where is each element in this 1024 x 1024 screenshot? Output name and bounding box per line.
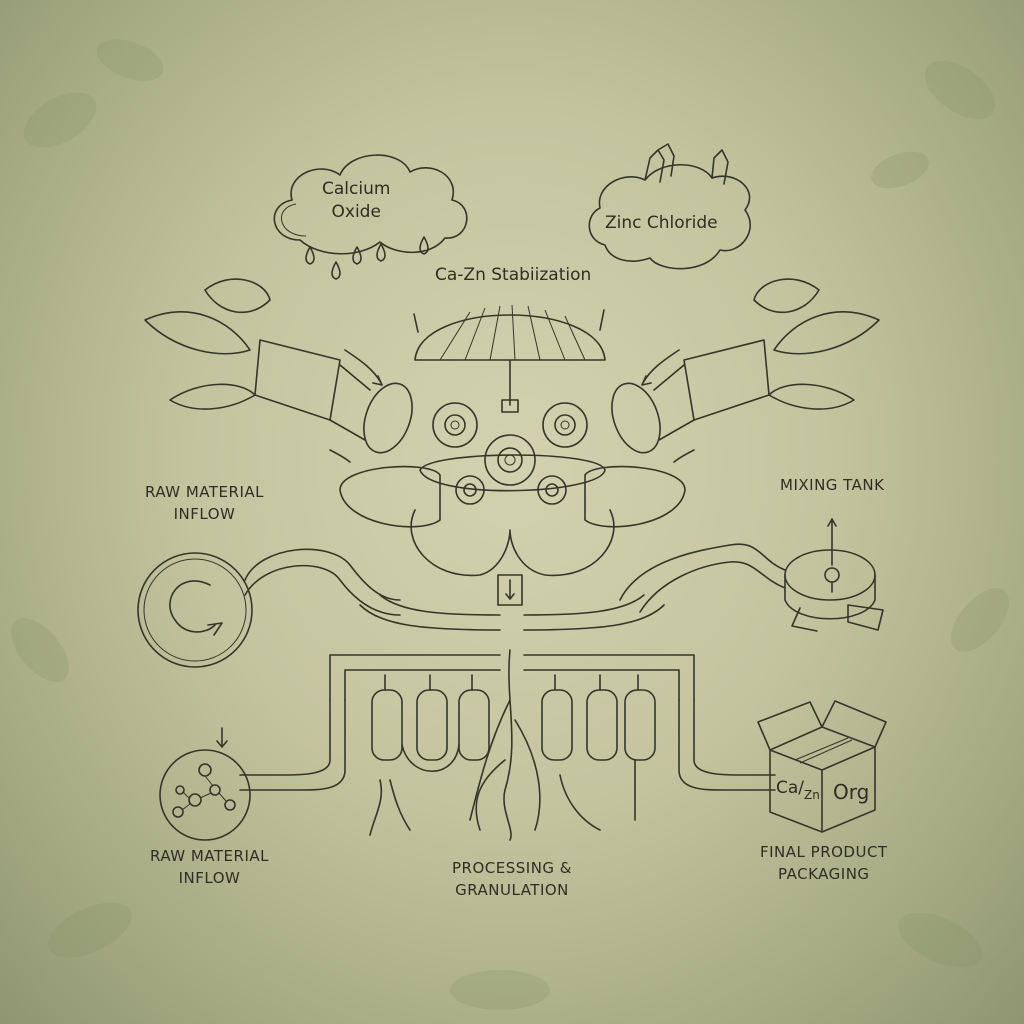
raw-material-top-line1: RAW MATERIAL — [145, 483, 264, 501]
raw-material-top-line2: INFLOW — [173, 505, 236, 523]
zinc-chloride-cloud — [588, 143, 751, 270]
root-system — [369, 649, 636, 841]
processing-line1: PROCESSING & — [452, 859, 573, 877]
background-leaves — [11, 39, 1009, 1010]
processing-columns — [371, 674, 656, 772]
molecule-flask — [159, 727, 251, 841]
box-slash: / — [798, 778, 805, 798]
raw-material-bottom-line1: RAW MATERIAL — [150, 847, 269, 865]
box-ca-zn-label: Ca/Zn — [776, 778, 820, 802]
raw-material-top-label: RAW MATERIAL INFLOW — [145, 481, 264, 525]
left-leaf-funnel — [144, 278, 413, 454]
final-product-label: FINAL PRODUCT PACKAGING — [760, 841, 888, 885]
center-title: Ca-Zn Stabiization — [435, 265, 592, 285]
mixing-tank — [619, 518, 884, 632]
gear-icons — [432, 402, 588, 505]
flow-arrow-icons — [329, 349, 695, 463]
calcium-oxide-cloud — [273, 154, 468, 255]
calcium-oxide-line1: Calcium — [322, 179, 391, 199]
final-product-line1: FINAL PRODUCT — [760, 843, 888, 861]
mixing-tank-label: MIXING TANK — [780, 476, 885, 494]
processing-label: PROCESSING & GRANULATION — [452, 857, 572, 901]
calcium-oxide-label: Calcium Oxide — [322, 178, 390, 224]
right-leaf-funnel — [611, 278, 880, 454]
calcium-oxide-line2: Oxide — [331, 202, 381, 222]
final-product-line2: PACKAGING — [778, 865, 870, 883]
raindrop-icons — [305, 236, 429, 280]
processing-line2: GRANULATION — [455, 881, 569, 899]
zinc-chloride-label: Zinc Chloride — [605, 213, 718, 233]
central-pipes — [239, 594, 776, 791]
box-org-label: Org — [833, 780, 870, 804]
mixing-vessel — [339, 454, 686, 606]
raw-material-bottom-label: RAW MATERIAL INFLOW — [150, 845, 269, 889]
packaging-box — [757, 700, 887, 833]
box-zn-text: Zn — [804, 788, 820, 802]
raw-material-bottom-line2: INFLOW — [178, 869, 241, 887]
recycling-wheel — [137, 548, 401, 668]
box-ca-text: Ca — [776, 778, 799, 798]
stabilization-dome — [413, 304, 606, 413]
